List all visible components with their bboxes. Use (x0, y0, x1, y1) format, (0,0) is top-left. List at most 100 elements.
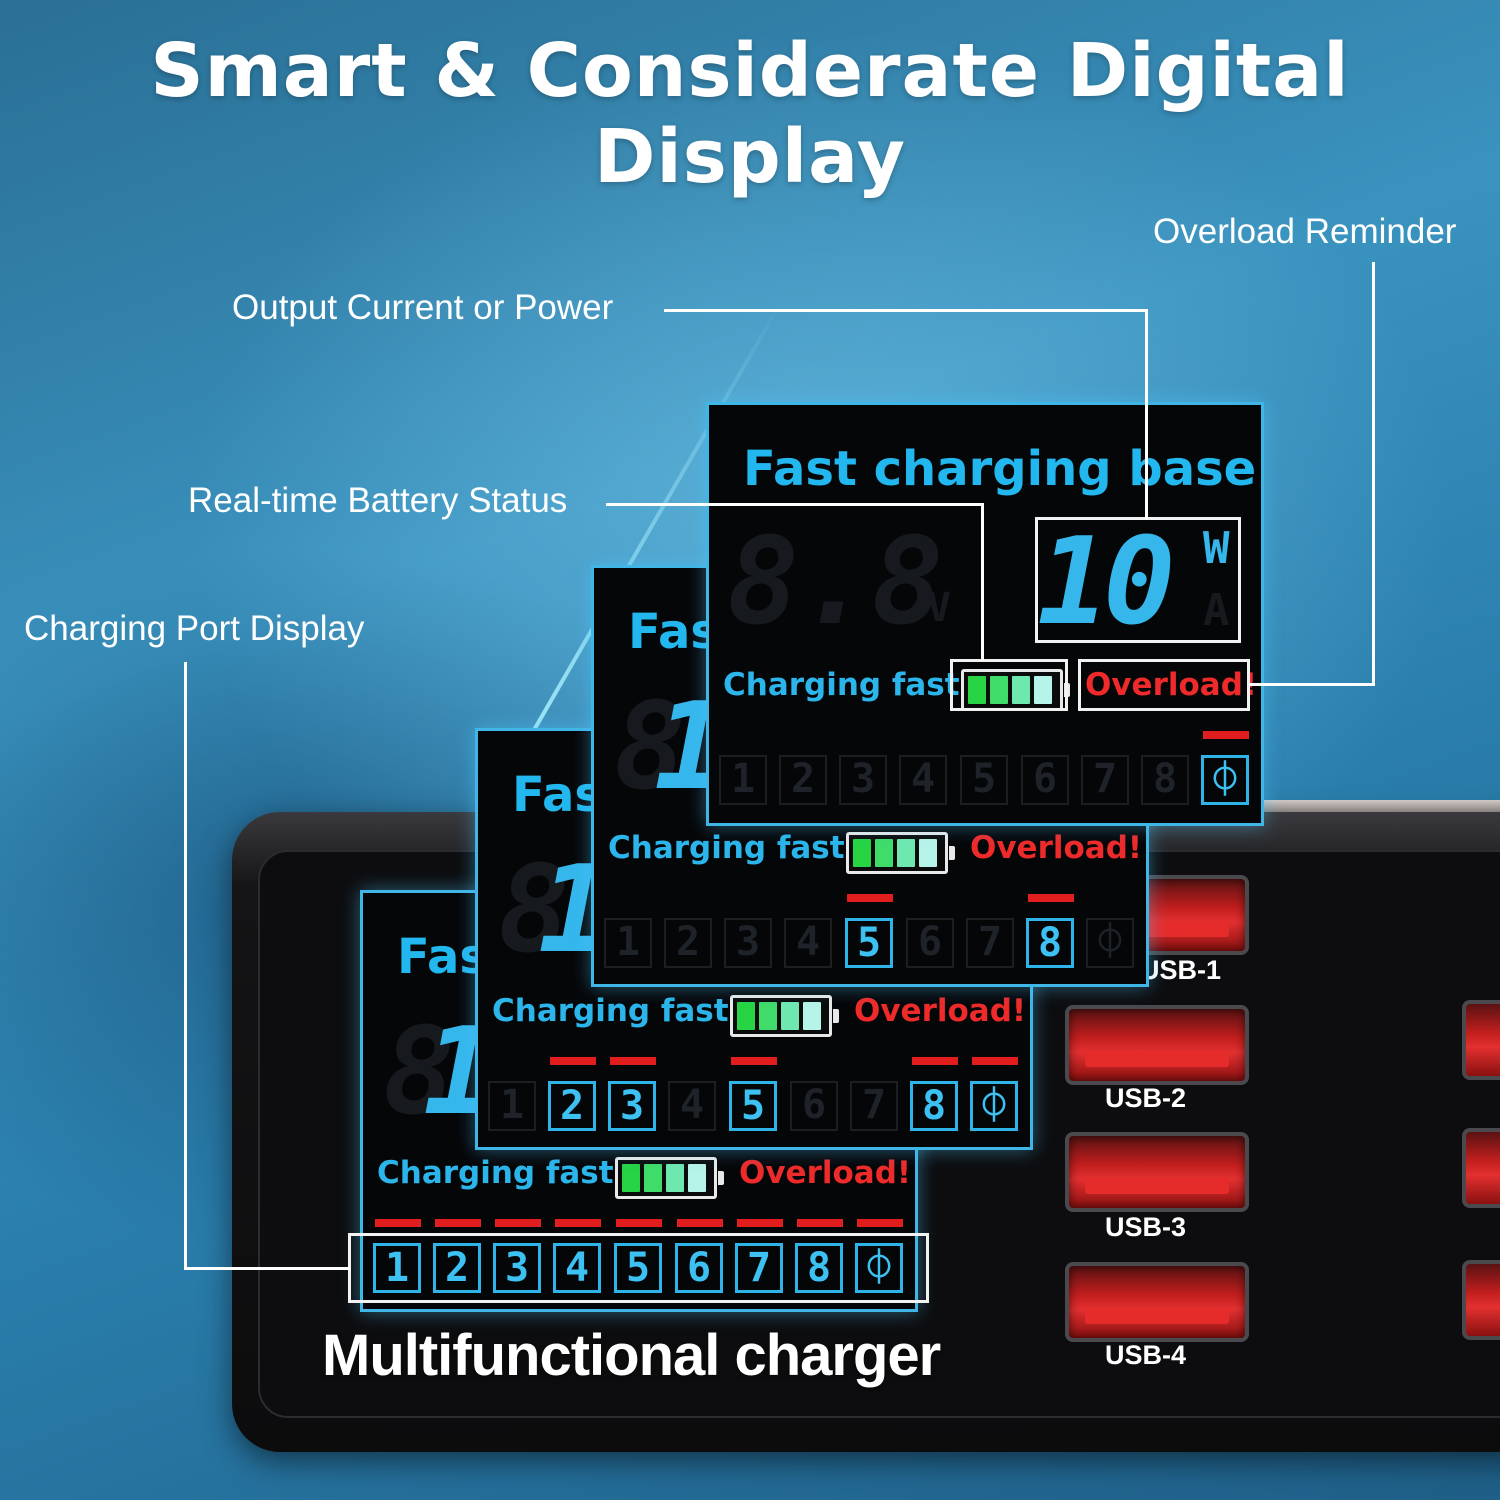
leader-line (981, 503, 984, 661)
port-indicator-bar (677, 1219, 723, 1227)
port-slot-8: 8 (1026, 918, 1074, 968)
power-value: 10 (1037, 513, 1175, 652)
port-indicator-bar (737, 1219, 783, 1227)
battery-indicator (961, 669, 1070, 711)
port-indicator-bar (731, 1057, 777, 1065)
port-indicator-bar (847, 894, 893, 902)
port-slot-3: 3 (493, 1243, 541, 1293)
wireless-icon: ⏀ (1086, 918, 1134, 968)
port-indicator-bar (1203, 731, 1249, 739)
power-unit-watts: W (1203, 523, 1230, 574)
overload-text: Overload! (970, 830, 1143, 866)
port-indicator-bar (555, 1219, 601, 1227)
highlight-frame-power (1035, 517, 1241, 643)
usb-label-3: USB-3 (1105, 1212, 1187, 1242)
port-indicator-bar (972, 1057, 1018, 1065)
port-slot-5: 5 (729, 1081, 777, 1131)
port-indicator-bar (610, 1057, 656, 1065)
lcd-panel-1: Fast charging base 8.8 V 10 W A Charging… (706, 402, 1264, 826)
port-slot-8: 8 (1141, 755, 1189, 805)
callout-port-display: Charging Port Display (24, 609, 365, 648)
port-slot-5: 5 (614, 1243, 662, 1293)
port-slot-1: 1 (604, 918, 652, 968)
headline: Smart & Considerate Digital Display (150, 28, 1350, 200)
leader-line (606, 503, 984, 506)
port-slot-8: 8 (910, 1081, 958, 1131)
port-indicator-bar (435, 1219, 481, 1227)
wireless-icon: ⏀ (1201, 755, 1249, 805)
panel-title: Fas (397, 929, 488, 985)
battery-indicator (730, 995, 839, 1037)
port-slot-4: 4 (668, 1081, 716, 1131)
highlight-frame-ports (348, 1233, 929, 1303)
port-slot-4: 4 (784, 918, 832, 968)
leader-line (664, 309, 1148, 312)
highlight-frame-overload (1078, 659, 1250, 711)
leader-line (184, 1267, 350, 1270)
port-slot-5: 5 (960, 755, 1008, 805)
port-slot-6: 6 (675, 1243, 723, 1293)
highlight-frame-battery (950, 659, 1068, 711)
usb-port-3 (1065, 1132, 1249, 1212)
port-slot-2: 2 (548, 1081, 596, 1131)
callout-overload-reminder: Overload Reminder (1153, 212, 1457, 251)
usb-label-2: USB-2 (1105, 1083, 1187, 1113)
panel-title: Fas (512, 767, 603, 823)
usb-port-7 (1462, 1260, 1500, 1340)
wireless-icon: ⏀ (970, 1081, 1018, 1131)
battery-indicator (615, 1157, 724, 1199)
charging-text: Charging fast (377, 1155, 614, 1191)
port-slot-6: 6 (790, 1081, 838, 1131)
port-slot-2: 2 (664, 918, 712, 968)
charging-text: Charging fast (608, 830, 845, 866)
power-unit-amps: A (1203, 585, 1230, 636)
port-slot-6: 6 (906, 918, 954, 968)
panel-title: Fas (628, 604, 719, 660)
callout-output-current: Output Current or Power (232, 288, 614, 327)
port-indicator-bar (375, 1219, 421, 1227)
leader-line (184, 662, 187, 1270)
charging-text: Charging fast (723, 667, 960, 703)
port-slot-5: 5 (845, 918, 893, 968)
leader-line (1372, 262, 1375, 686)
port-slot-4: 4 (553, 1243, 601, 1293)
usb-port-6 (1462, 1128, 1500, 1208)
port-slot-3: 3 (608, 1081, 656, 1131)
port-slot-7: 7 (850, 1081, 898, 1131)
port-indicator-bar (1028, 894, 1074, 902)
port-slot-1: 1 (719, 755, 767, 805)
overload-text: Overload! (1085, 667, 1258, 703)
port-slot-1: 1 (373, 1243, 421, 1293)
port-indicator-bar (797, 1219, 843, 1227)
port-indicator-bar (857, 1219, 903, 1227)
overload-text: Overload! (854, 993, 1027, 1029)
voltage-unit: V (927, 585, 952, 631)
port-slot-3: 3 (839, 755, 887, 805)
port-indicator-bar (616, 1219, 662, 1227)
leader-line (1249, 683, 1375, 686)
callout-battery-status: Real-time Battery Status (188, 481, 568, 520)
port-slot-6: 6 (1021, 755, 1069, 805)
wireless-icon: ⏀ (855, 1243, 903, 1293)
usb-port-4 (1065, 1262, 1249, 1342)
port-slot-8: 8 (795, 1243, 843, 1293)
port-slot-1: 1 (488, 1081, 536, 1131)
port-slot-4: 4 (899, 755, 947, 805)
port-slot-3: 3 (724, 918, 772, 968)
leader-line (1145, 309, 1148, 519)
port-indicator-bar (912, 1057, 958, 1065)
usb-label-1: USB-1 (1140, 955, 1222, 985)
port-indicator-bar (495, 1219, 541, 1227)
usb-label-4: USB-4 (1105, 1340, 1187, 1370)
panel-title: Fast charging base (743, 441, 1257, 497)
port-slot-7: 7 (966, 918, 1014, 968)
port-slot-7: 7 (735, 1243, 783, 1293)
charging-text: Charging fast (492, 993, 729, 1029)
port-slot-7: 7 (1081, 755, 1129, 805)
port-slot-2: 2 (779, 755, 827, 805)
overload-text: Overload! (739, 1155, 912, 1191)
usb-port-5 (1462, 1000, 1500, 1080)
device-label: Multifunctional charger (322, 1323, 941, 1388)
port-slot-2: 2 (433, 1243, 481, 1293)
